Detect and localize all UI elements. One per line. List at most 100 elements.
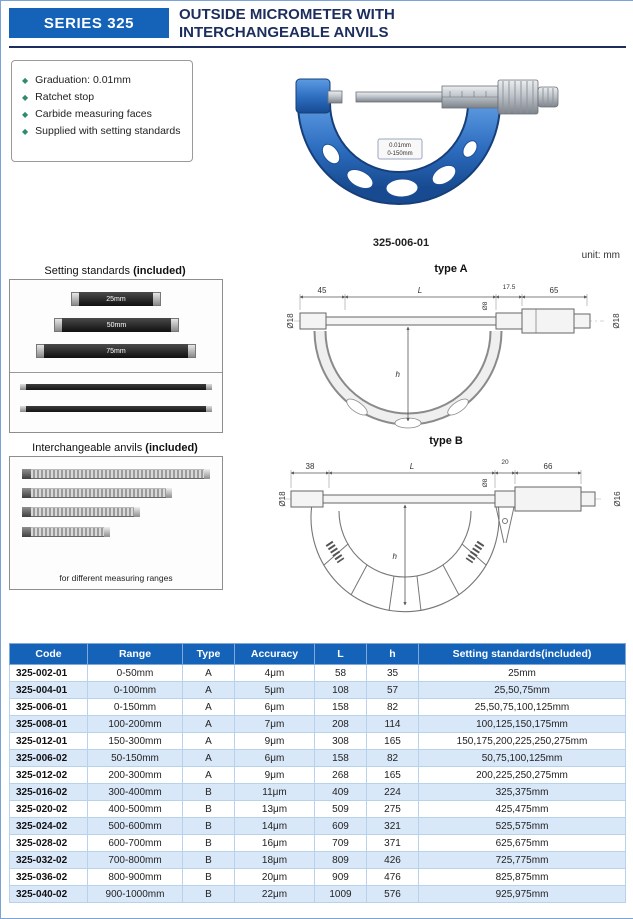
rod-shaft: [26, 406, 206, 412]
heat-shield-grip: [465, 540, 485, 564]
table-cell: 100-200mm: [87, 715, 183, 733]
cell-code: 325-036-02: [9, 868, 88, 886]
spindle-clamp: [502, 518, 508, 524]
dim-45-label: 45: [318, 286, 327, 295]
box-divider: [10, 372, 222, 373]
dim-38-label: 38: [306, 462, 315, 471]
ratchet: [580, 491, 596, 507]
anvils-title-bold: (included): [145, 442, 198, 454]
table-cell: A: [182, 732, 235, 750]
col-header-accuracy: Accuracy: [234, 643, 315, 665]
dim-h-label: h: [396, 370, 401, 379]
table-cell: 108: [314, 681, 367, 699]
anvil-nut: [22, 527, 31, 537]
anvil-shaft: [31, 488, 166, 498]
cell-code: 325-024-02: [9, 817, 88, 835]
rod-end: [153, 292, 161, 306]
table-cell: 50,75,100,125mm: [418, 749, 626, 767]
cell-code: 325-020-02: [9, 800, 88, 818]
col-header-range: Range: [87, 643, 183, 665]
thimble: [521, 308, 575, 334]
dim-L-label: L: [418, 286, 422, 295]
rod-end: [36, 344, 44, 358]
long-setting-standard: [20, 406, 212, 412]
feature-text: Graduation: 0.01mm: [35, 74, 131, 86]
feature-item: ◆ Carbide measuring faces: [22, 108, 182, 121]
setting-standards-title-text: Setting standards: [44, 265, 130, 277]
col-header-L: L: [314, 643, 367, 665]
dim-20-label: 20: [501, 459, 509, 466]
table-cell: 9μm: [234, 732, 315, 750]
dia-18-left-label: Ø18: [286, 313, 295, 329]
rod-end: [54, 318, 62, 332]
cell-code: 325-040-02: [9, 885, 88, 903]
table-cell: 425,475mm: [418, 800, 626, 818]
feature-item: ◆ Supplied with setting standards: [22, 125, 182, 138]
type-a-label: type A: [434, 263, 468, 275]
cell-code: 325-012-02: [9, 766, 88, 784]
table-cell: 925,975mm: [418, 885, 626, 903]
table-cell: 576: [366, 885, 419, 903]
anvil-nut: [22, 507, 31, 517]
table-cell: 6μm: [234, 698, 315, 716]
anvil-shaft: [31, 507, 134, 517]
feature-item: ◆ Ratchet stop: [22, 91, 182, 104]
dia-8-label: Ø8: [482, 478, 489, 487]
table-cell: 5μm: [234, 681, 315, 699]
feature-text: Carbide measuring faces: [35, 108, 152, 120]
table-cell: B: [182, 834, 235, 852]
anvil-rod: [22, 507, 140, 517]
table-cell: 150-300mm: [87, 732, 183, 750]
table-cell: 9μm: [234, 766, 315, 784]
spindle: [355, 91, 449, 103]
table-cell: B: [182, 800, 235, 818]
table-cell: 224: [366, 783, 419, 801]
sleeve: [494, 490, 516, 508]
table-cell: 1009: [314, 885, 367, 903]
table-cell: 426: [366, 851, 419, 869]
table-cell: 22μm: [234, 885, 315, 903]
table-cell: 82: [366, 698, 419, 716]
cell-code: 325-032-02: [9, 851, 88, 869]
dia-18-right-label: Ø18: [612, 313, 621, 329]
table-cell: 0-50mm: [87, 664, 183, 682]
frame-label-plate: [377, 138, 423, 160]
table-cell: 14μm: [234, 817, 315, 835]
table-cell: 725,775mm: [418, 851, 626, 869]
table-cell: A: [182, 681, 235, 699]
anvil-rod: [22, 527, 110, 537]
spindle: [325, 316, 497, 326]
dia-8-label: Ø8: [482, 301, 489, 310]
table-cell: 25,50,75mm: [418, 681, 626, 699]
table-cell: 0-150mm: [87, 698, 183, 716]
table-cell: 500-600mm: [87, 817, 183, 835]
table-cell: 35: [366, 664, 419, 682]
table-cell: 158: [314, 749, 367, 767]
type-b-drawing: 38 L 20 66 Ø18 Ø8 Ø16 h: [279, 459, 622, 613]
dim-L-label: L: [410, 462, 414, 471]
anvil-rod: [22, 469, 210, 479]
series-badge: SERIES 325: [9, 8, 169, 38]
table-cell: 20μm: [234, 868, 315, 886]
rod-end: [20, 384, 26, 390]
table-cell: 6μm: [234, 749, 315, 767]
table-cell: 13μm: [234, 800, 315, 818]
table-cell: 275: [366, 800, 419, 818]
type-a-drawing: 45 L 17.5 65 Ø18 Ø8 Ø18 h: [286, 284, 621, 429]
setting-standards-title: Setting standards (included): [9, 265, 221, 277]
table-cell: 100,125,150,175mm: [418, 715, 626, 733]
feature-text: Supplied with setting standards: [35, 125, 181, 137]
table-cell: 809: [314, 851, 367, 869]
table-cell: 50-150mm: [87, 749, 183, 767]
features-box: ◆ Graduation: 0.01mm ◆ Ratchet stop ◆ Ca…: [11, 60, 193, 162]
table-cell: 325,375mm: [418, 783, 626, 801]
table-cell: 300-400mm: [87, 783, 183, 801]
